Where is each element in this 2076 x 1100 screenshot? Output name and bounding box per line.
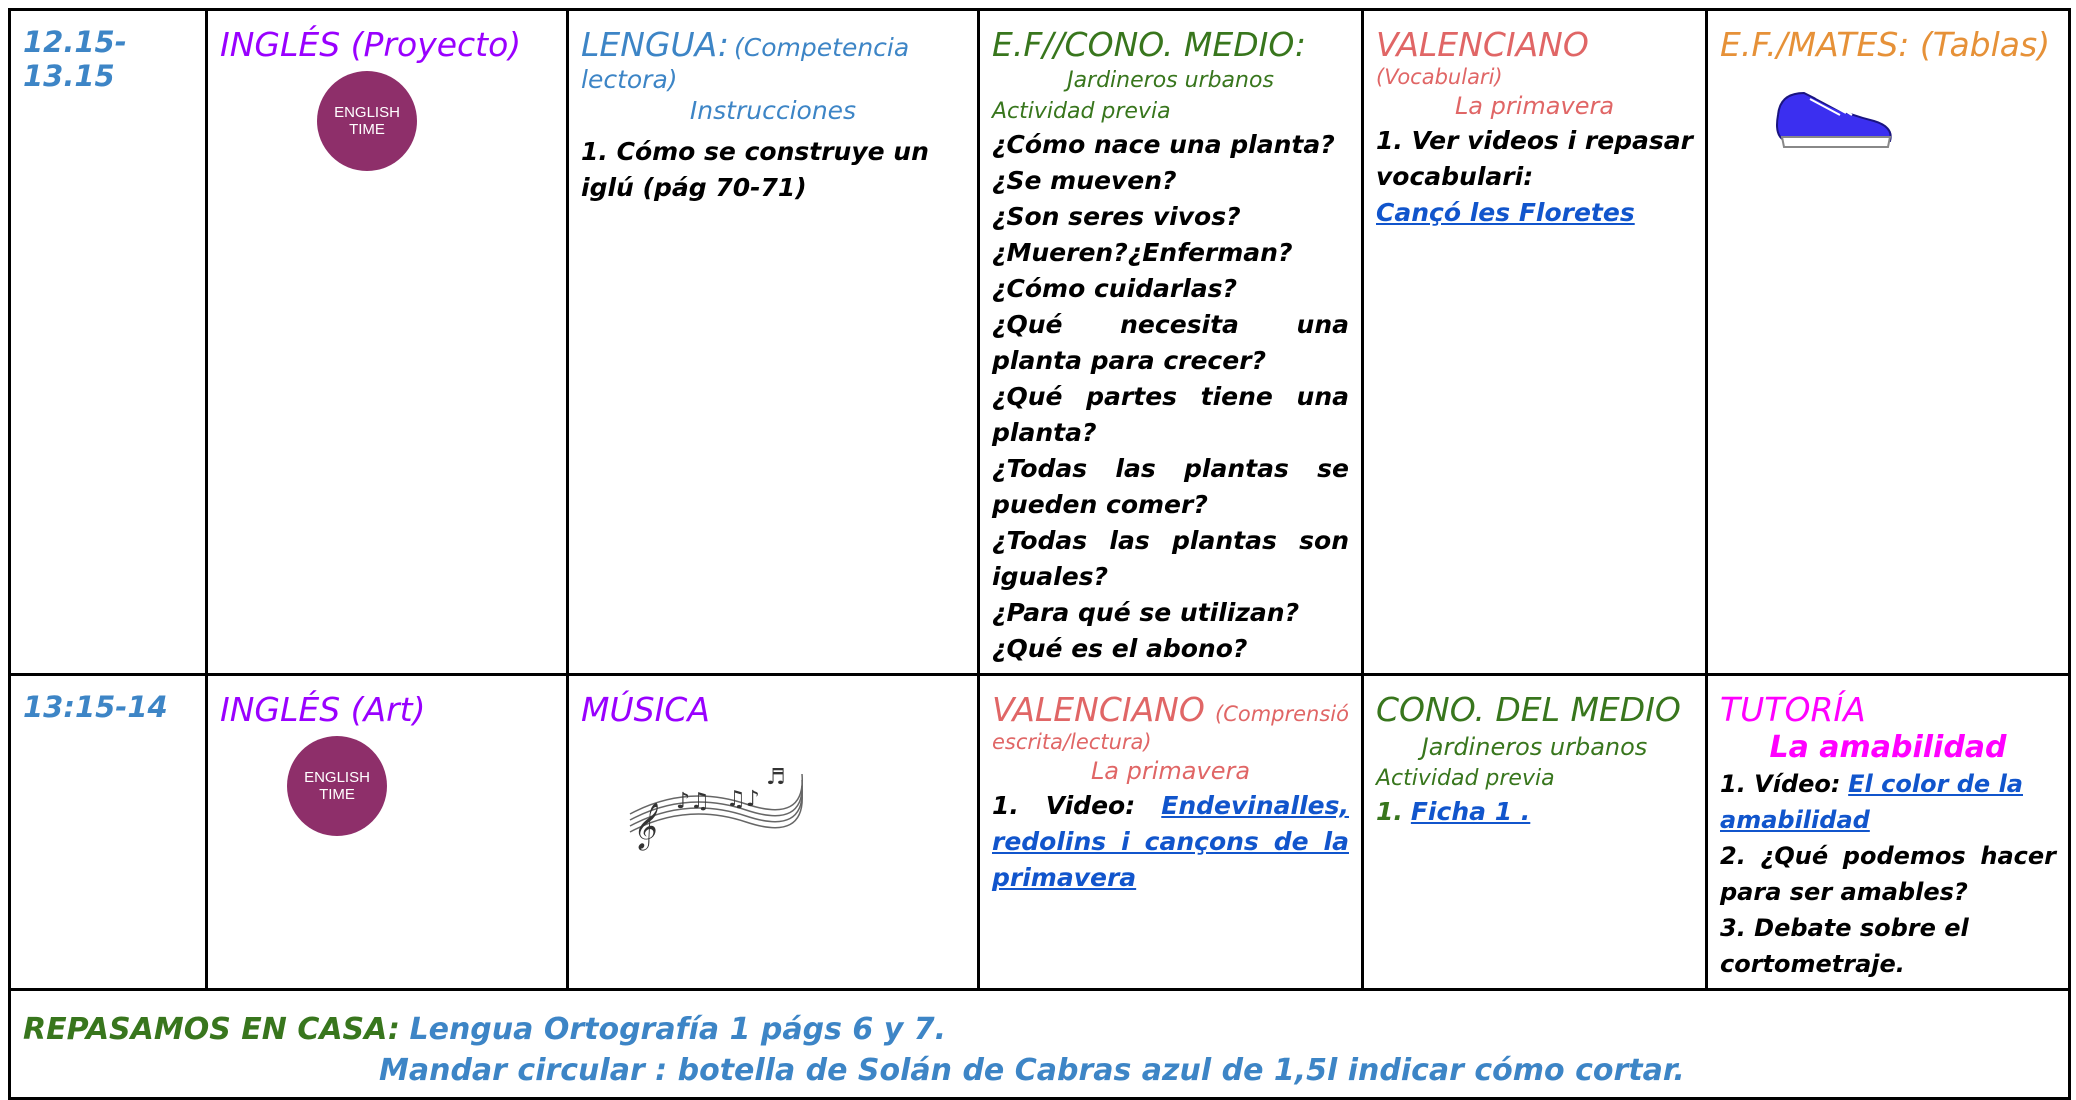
schedule-table: 12.15-13.15 INGLÉS (Proyecto) ENGLISH TI… [8, 8, 2071, 1100]
time-cell-1: 12.15-13.15 [8, 8, 208, 676]
question-10: ¿Qué es el abono? [992, 634, 1248, 663]
question-0: ¿Cómo nace una planta? [992, 130, 1335, 159]
subject-header: LENGUA: (Competencia lectora) [581, 25, 965, 94]
musica-cell: MÚSICA 𝄞 ♪♫ ♫♪ ♬ [566, 673, 980, 991]
english-time-logo: ENGLISH TIME [287, 736, 387, 836]
activity-label: Actividad previa [992, 99, 1171, 124]
sneaker-icon [1776, 91, 1892, 148]
footer-text-2: Mandar circular : botella de Solán de Ca… [379, 1053, 1685, 1088]
activity-heading: La primavera [1090, 757, 1251, 785]
tutoria-item-3: 3. Debate sobre el cortometraje. [1720, 914, 1969, 978]
subject-subtitle: (Competencia lectora) [581, 33, 910, 94]
subject-title: CONO. DEL MEDIO [1376, 690, 1681, 729]
question-9: ¿Para qué se utilizan? [992, 598, 1300, 627]
time-slot: 12.15-13.15 [23, 25, 127, 93]
activity-heading: La amabilidad [1769, 730, 2007, 765]
ef-cono-cell: E.F//CONO. MEDIO: Jardineros urbanos Act… [977, 8, 1364, 676]
ef-mates-cell: E.F./MATES: (Tablas) [1705, 8, 2071, 676]
svg-text:♫♪: ♫♪ [726, 787, 760, 812]
svg-text:𝄞: 𝄞 [632, 803, 658, 851]
lengua-cell: LENGUA: (Competencia lectora) Instruccio… [566, 8, 980, 676]
activity-heading: La primavera [1454, 92, 1615, 120]
time-slot: 13:15-14 [23, 690, 168, 724]
subject-title: E.F./MATES: (Tablas) [1720, 25, 2051, 64]
activity-item: 1. Ver videos i repasar vocabulari: [1376, 126, 1693, 191]
ficha-1-link[interactable]: Ficha 1 . [1410, 797, 1531, 826]
schedule-footer-row: REPASAMOS EN CASA: Lengua Ortografía 1 p… [8, 988, 2071, 1100]
subject-title: TUTORÍA [1720, 690, 1866, 729]
activity-item: 1. Video: Endevinalles, redolins i canço… [992, 791, 1349, 892]
activity-heading: Jardineros urbanos [1421, 733, 1648, 761]
question-1: ¿Se mueven? [992, 166, 1177, 195]
subject-title: LENGUA: [581, 25, 729, 64]
schedule-row-2: 13:15-14 INGLÉS (Art) ENGLISH TIME MÚSIC… [8, 673, 2071, 991]
tutoria-cell: TUTORÍA La amabilidad 1. Vídeo: El color… [1705, 673, 2071, 991]
ingles-art-cell: INGLÉS (Art) ENGLISH TIME [205, 673, 569, 991]
schedule-row-1: 12.15-13.15 INGLÉS (Proyecto) ENGLISH TI… [8, 8, 2071, 676]
cono-medio-cell: CONO. DEL MEDIO Jardineros urbanos Activ… [1361, 673, 1708, 991]
footer-text-1: Lengua Ortografía 1 págs 6 y 7. [409, 1012, 947, 1047]
time-cell-2: 13:15-14 [8, 673, 208, 991]
activity-label: Actividad previa [1376, 766, 1555, 791]
music-notes-icon: 𝄞 ♪♫ ♫♪ ♬ [629, 765, 803, 851]
question-2: ¿Son seres vivos? [992, 202, 1241, 231]
question-7: ¿Todas las plantas se pueden comer? [992, 454, 1349, 519]
subject-title: MÚSICA [581, 690, 710, 729]
subject-title: E.F//CONO. MEDIO: [992, 25, 1307, 64]
subject-subtitle: (Vocabulari) [1376, 65, 1503, 89]
activity-item: 1. Cómo se construye un iglú (pág 70-71) [581, 137, 929, 202]
english-time-logo: ENGLISH TIME [317, 71, 417, 171]
color-amabilidad-link[interactable]: El color de la amabilidad [1720, 770, 2023, 834]
subject-title: VALENCIANO [1376, 25, 1589, 64]
activity-heading: Instrucciones [689, 96, 857, 125]
footer-cell: REPASAMOS EN CASA: Lengua Ortografía 1 p… [8, 988, 2071, 1100]
subject-subtitle: (Comprensió escrita/lectura) [992, 702, 1349, 754]
valenciano-comprension-cell: VALENCIANO (Comprensió escrita/lectura) … [977, 673, 1364, 991]
footer-line-1: REPASAMOS EN CASA: Lengua Ortografía 1 p… [23, 1009, 2056, 1051]
svg-text:♬: ♬ [766, 765, 786, 790]
subject-title: INGLÉS (Proyecto) [220, 25, 522, 64]
subject-header: VALENCIANO (Vocabulari) [1376, 25, 1693, 89]
question-5: ¿Qué necesita una planta para crecer? [992, 310, 1349, 375]
valenciano-vocabulari-cell: VALENCIANO (Vocabulari) La primavera 1. … [1361, 8, 1708, 676]
activity-item: 1. Ficha 1 . [1376, 797, 1531, 826]
tutoria-item-1: 1. Vídeo: El color de la amabilidad [1720, 770, 2023, 834]
cancion-floretes-link[interactable]: Cançó les Floretes [1376, 198, 1635, 227]
tutoria-item-2: 2. ¿Qué podemos hacer para ser amables? [1720, 842, 2056, 906]
activity-heading: Jardineros urbanos [1067, 68, 1274, 93]
footer-label: REPASAMOS EN CASA: [23, 1012, 400, 1047]
ingles-proyecto-cell: INGLÉS (Proyecto) ENGLISH TIME [205, 8, 569, 676]
subject-title: INGLÉS (Art) [220, 690, 426, 729]
question-3: ¿Mueren?¿Enferman? [992, 238, 1293, 267]
question-6: ¿Qué partes tiene una planta? [992, 382, 1349, 447]
subject-title: VALENCIANO [992, 690, 1205, 729]
question-8: ¿Todas las plantas son iguales? [992, 526, 1349, 591]
svg-text:♪♫: ♪♫ [676, 789, 710, 814]
question-4: ¿Cómo cuidarlas? [992, 274, 1238, 303]
subject-header: VALENCIANO (Comprensió escrita/lectura) [992, 690, 1349, 754]
endevinalles-video-link[interactable]: Endevinalles, redolins i cançons de la p… [992, 791, 1349, 892]
